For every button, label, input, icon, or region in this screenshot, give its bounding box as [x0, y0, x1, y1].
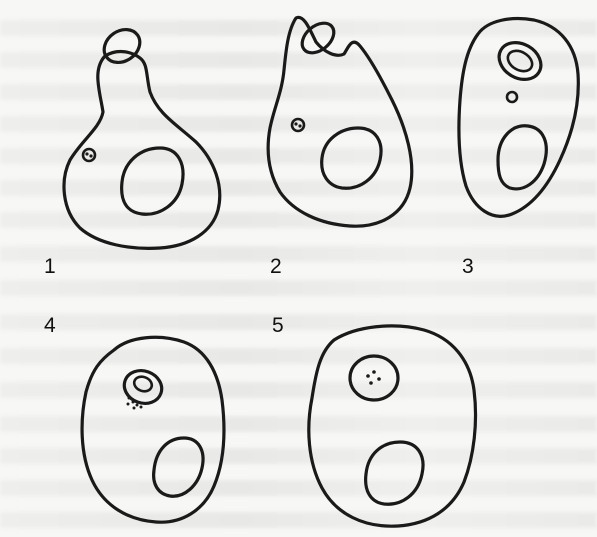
cell-2-membrane: [268, 17, 412, 226]
cell-5-granules: [366, 370, 381, 385]
cell-4-nucleus: [154, 438, 203, 496]
cell-5-membrane: [309, 326, 476, 526]
cell-2-vacuole: [296, 17, 339, 59]
cell-3: [459, 19, 578, 217]
cell-1-nucleus: [122, 148, 183, 214]
panel-label-5: 5: [272, 315, 284, 336]
cell-3-vacuole-inner: [504, 47, 536, 76]
panel-label-1: 1: [44, 256, 56, 277]
cell-5: [309, 326, 476, 526]
cell-2-nucleus: [322, 128, 381, 188]
panel-label-4: 4: [44, 315, 56, 336]
cell-4-vacuole-inner: [132, 374, 154, 393]
cell-4-vacuole-outer: [120, 365, 167, 408]
cell-2-granule: [292, 119, 304, 131]
cell-3-nucleus: [498, 126, 546, 189]
panel-label-2: 2: [270, 256, 282, 277]
cell-1-vacuole: [98, 23, 146, 69]
cell-3-vacuole-outer: [492, 35, 547, 86]
cell-5-nucleus: [366, 442, 423, 504]
cell-1: [64, 23, 220, 249]
panel-label-3: 3: [462, 256, 474, 277]
cell-3-granule: [507, 92, 517, 102]
cell-4: [82, 337, 224, 522]
cell-3-membrane: [459, 19, 578, 217]
cell-5-vacuole: [350, 356, 398, 400]
cell-2: [268, 17, 412, 226]
cell-4-membrane: [82, 337, 224, 522]
cell-1-granule: [83, 149, 95, 161]
